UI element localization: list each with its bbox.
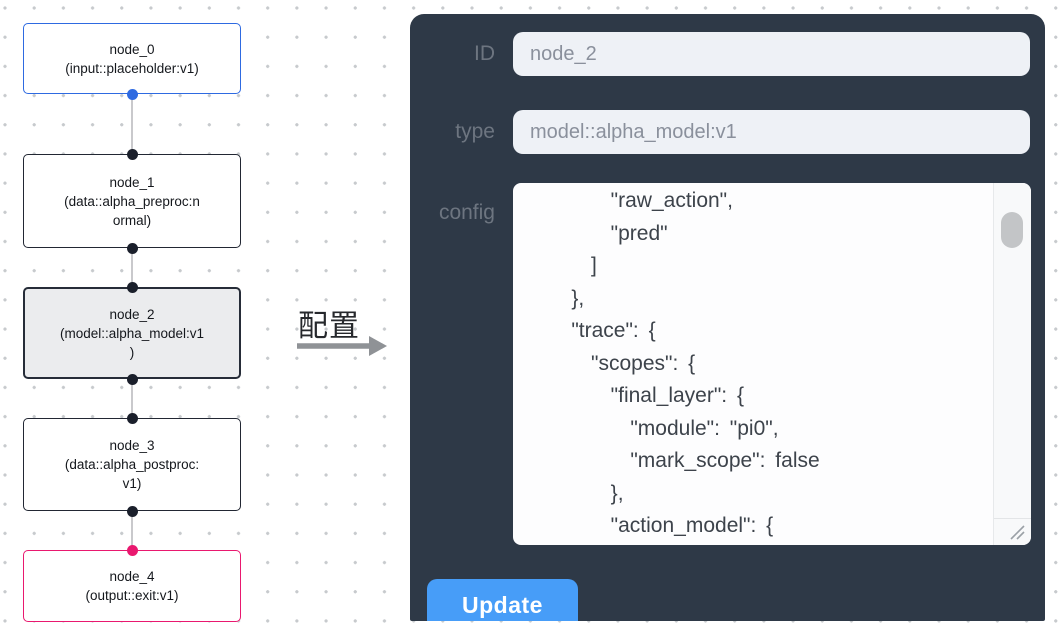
port-node_3-in[interactable] (126, 412, 138, 424)
node-node_4-label: node_4 (output::exit:v1) (85, 569, 179, 603)
resize-grip-icon (1010, 525, 1025, 540)
config-scrollbar-track[interactable] (993, 183, 1031, 545)
port-node_1-out[interactable] (126, 242, 138, 254)
port-node_4-in[interactable] (126, 544, 138, 556)
node-config-panel: ID type config "raw_action", "pred" ] },… (410, 14, 1045, 621)
config-field-label: config (438, 201, 495, 224)
config-json-text: "raw_action", "pred" ] }, "trace": { "sc… (571, 189, 820, 537)
port-node_2-in[interactable] (126, 281, 138, 293)
config-textarea[interactable]: "raw_action", "pred" ] }, "trace": { "sc… (513, 183, 1031, 545)
node-node_2-label: node_2 (model::alpha_model:v1 ) (59, 306, 205, 360)
port-node_2-out[interactable] (126, 373, 138, 385)
type-field-label: type (455, 120, 495, 143)
config-scrollbar-thumb[interactable] (1001, 212, 1023, 248)
right-arrow-icon (297, 336, 387, 356)
update-button[interactable]: Update (427, 579, 578, 621)
textarea-resize-handle[interactable] (994, 518, 1031, 545)
port-node_0-out[interactable] (126, 88, 138, 100)
node-node_2[interactable]: node_2 (model::alpha_model:v1 ) (23, 287, 241, 379)
node-node_1[interactable]: node_1 (data::alpha_preproc:n ormal) (23, 154, 241, 248)
edge-node_2-node_3 (130, 379, 133, 418)
node-node_0-label: node_0 (input::placeholder:v1) (65, 41, 199, 76)
edge-node_3-node_4 (130, 511, 133, 550)
id-input[interactable] (513, 32, 1030, 76)
node-node_0[interactable]: node_0 (input::placeholder:v1) (23, 23, 241, 94)
node-node_1-label: node_1 (data::alpha_preproc:n ormal) (64, 174, 200, 228)
node-node_3-label: node_3 (data::alpha_postproc: v1) (64, 438, 200, 491)
port-node_3-out[interactable] (126, 505, 138, 517)
id-field-label: ID (474, 42, 495, 65)
node-node_4[interactable]: node_4 (output::exit:v1) (23, 550, 241, 622)
edge-node_0-node_1 (130, 94, 133, 154)
node-node_3[interactable]: node_3 (data::alpha_postproc: v1) (23, 418, 241, 511)
type-input[interactable] (513, 110, 1030, 154)
edge-node_1-node_2 (130, 248, 133, 287)
port-node_1-in[interactable] (126, 148, 138, 160)
config-annotation-label: 配置 (298, 310, 360, 343)
